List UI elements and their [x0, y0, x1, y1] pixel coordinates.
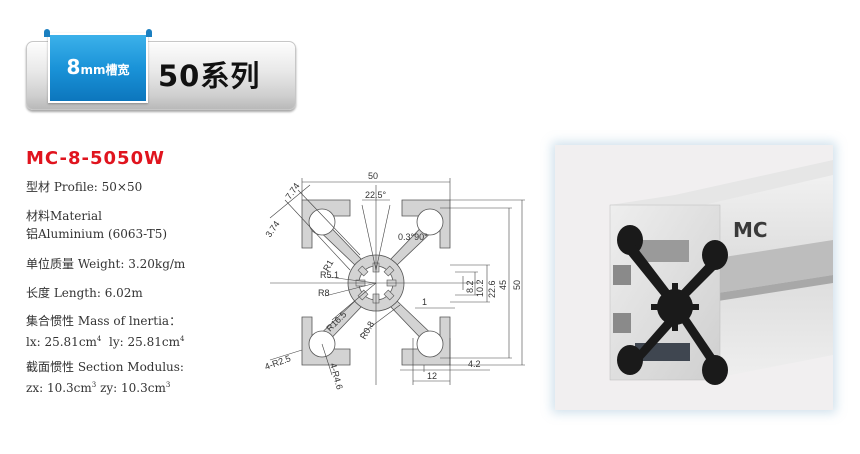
spec-inertia-values: lx: 25.81cm4 ly: 25.81cm4: [26, 335, 185, 349]
dim-r25: 4-R2.5: [263, 353, 292, 372]
spec-modulus-label: 截面惯性 Section Modulus:: [26, 360, 184, 374]
slot-width-unit: mm槽宽: [80, 63, 130, 77]
inertia-iy: ly: 25.81cm: [109, 335, 180, 349]
dim-374: 3.74: [263, 219, 281, 239]
spec-material-value: 铝Aluminium (6063-T5): [26, 227, 168, 241]
spec-modulus-values: zx: 10.3cm3 zy: 10.3cm3: [26, 381, 171, 395]
dim-r51: R5.1: [320, 270, 339, 280]
series-banner: 8mm槽宽 50系列: [26, 29, 296, 110]
dim-r46: 4-R4.6: [328, 362, 345, 391]
spec-profile: 型材 Profile: 50×50: [26, 180, 143, 194]
model-number: MC-8-5050W: [26, 148, 165, 169]
dim-226: 22.6: [487, 280, 497, 298]
dim-r08: R0.8: [358, 320, 376, 341]
product-photo: MC: [555, 145, 833, 410]
dim-1: 1: [422, 297, 427, 307]
spec-length: 长度 Length: 6.02m: [26, 286, 143, 300]
photo-brand-text: MC: [733, 218, 768, 242]
cross-section-drawing: 50 22.5° 0.3°90° 7.74 3.74 R1 R5.1 R8 R1…: [250, 160, 540, 400]
dim-50-right: 50: [512, 280, 522, 290]
dim-45: 45: [498, 280, 508, 290]
spec-weight: 单位质量 Weight: 3.20kg/m: [26, 257, 186, 271]
dim-r8: R8: [318, 288, 330, 298]
dim-82: 8.2: [465, 280, 475, 293]
slot-width-tab: 8mm槽宽: [44, 29, 152, 103]
spec-material-label: 材料Material: [26, 209, 102, 223]
inertia-ix: lx: 25.81cm: [26, 335, 97, 349]
dim-102: 10.2: [475, 279, 485, 297]
dim-42: 4.2: [468, 359, 481, 369]
slot-width-number: 8: [66, 55, 81, 79]
modulus-zx: zx: 10.3cm: [26, 381, 92, 395]
dim-12: 12: [427, 371, 437, 381]
spec-inertia-label: 集合惯性 Mass of lnertia：: [26, 314, 182, 328]
dim-angle: 22.5°: [365, 190, 387, 200]
modulus-zy: zy: 10.3cm: [100, 381, 166, 395]
dim-50-top: 50: [368, 171, 378, 181]
dim-tolerance: 0.3°90°: [398, 232, 428, 242]
series-title: 50系列: [158, 59, 261, 93]
dim-r1: R1: [321, 258, 335, 273]
